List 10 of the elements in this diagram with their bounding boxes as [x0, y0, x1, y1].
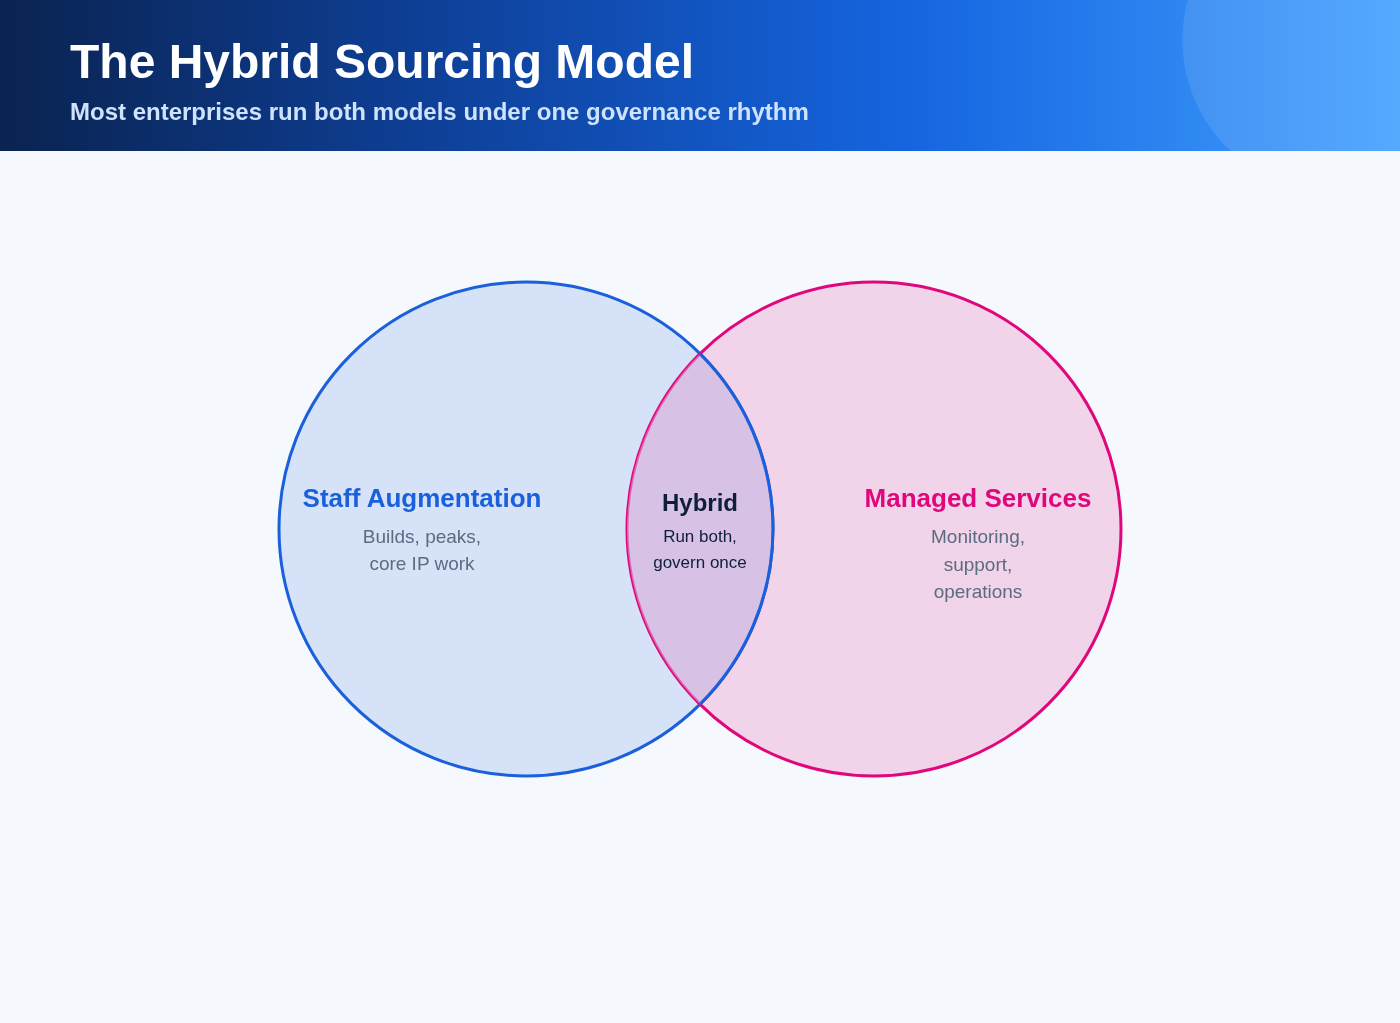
- venn-circle: [625, 280, 1123, 778]
- circle-title: Managed Services: [863, 483, 1093, 513]
- overlap-title: Hybrid: [661, 488, 739, 518]
- circle-title: Staff Augmentation: [301, 483, 543, 513]
- title: The Hybrid Sourcing Model: [70, 34, 695, 90]
- subtitle: Most enterprises run both models under one governance rhythm: [70, 97, 809, 127]
- overlap-description: Run both, govern once: [652, 526, 748, 574]
- venn-overlap: [625, 352, 775, 706]
- circle-description: Builds, peaks, core IP work: [361, 525, 483, 576]
- circle-description: Monitoring, support, operations: [930, 525, 1026, 604]
